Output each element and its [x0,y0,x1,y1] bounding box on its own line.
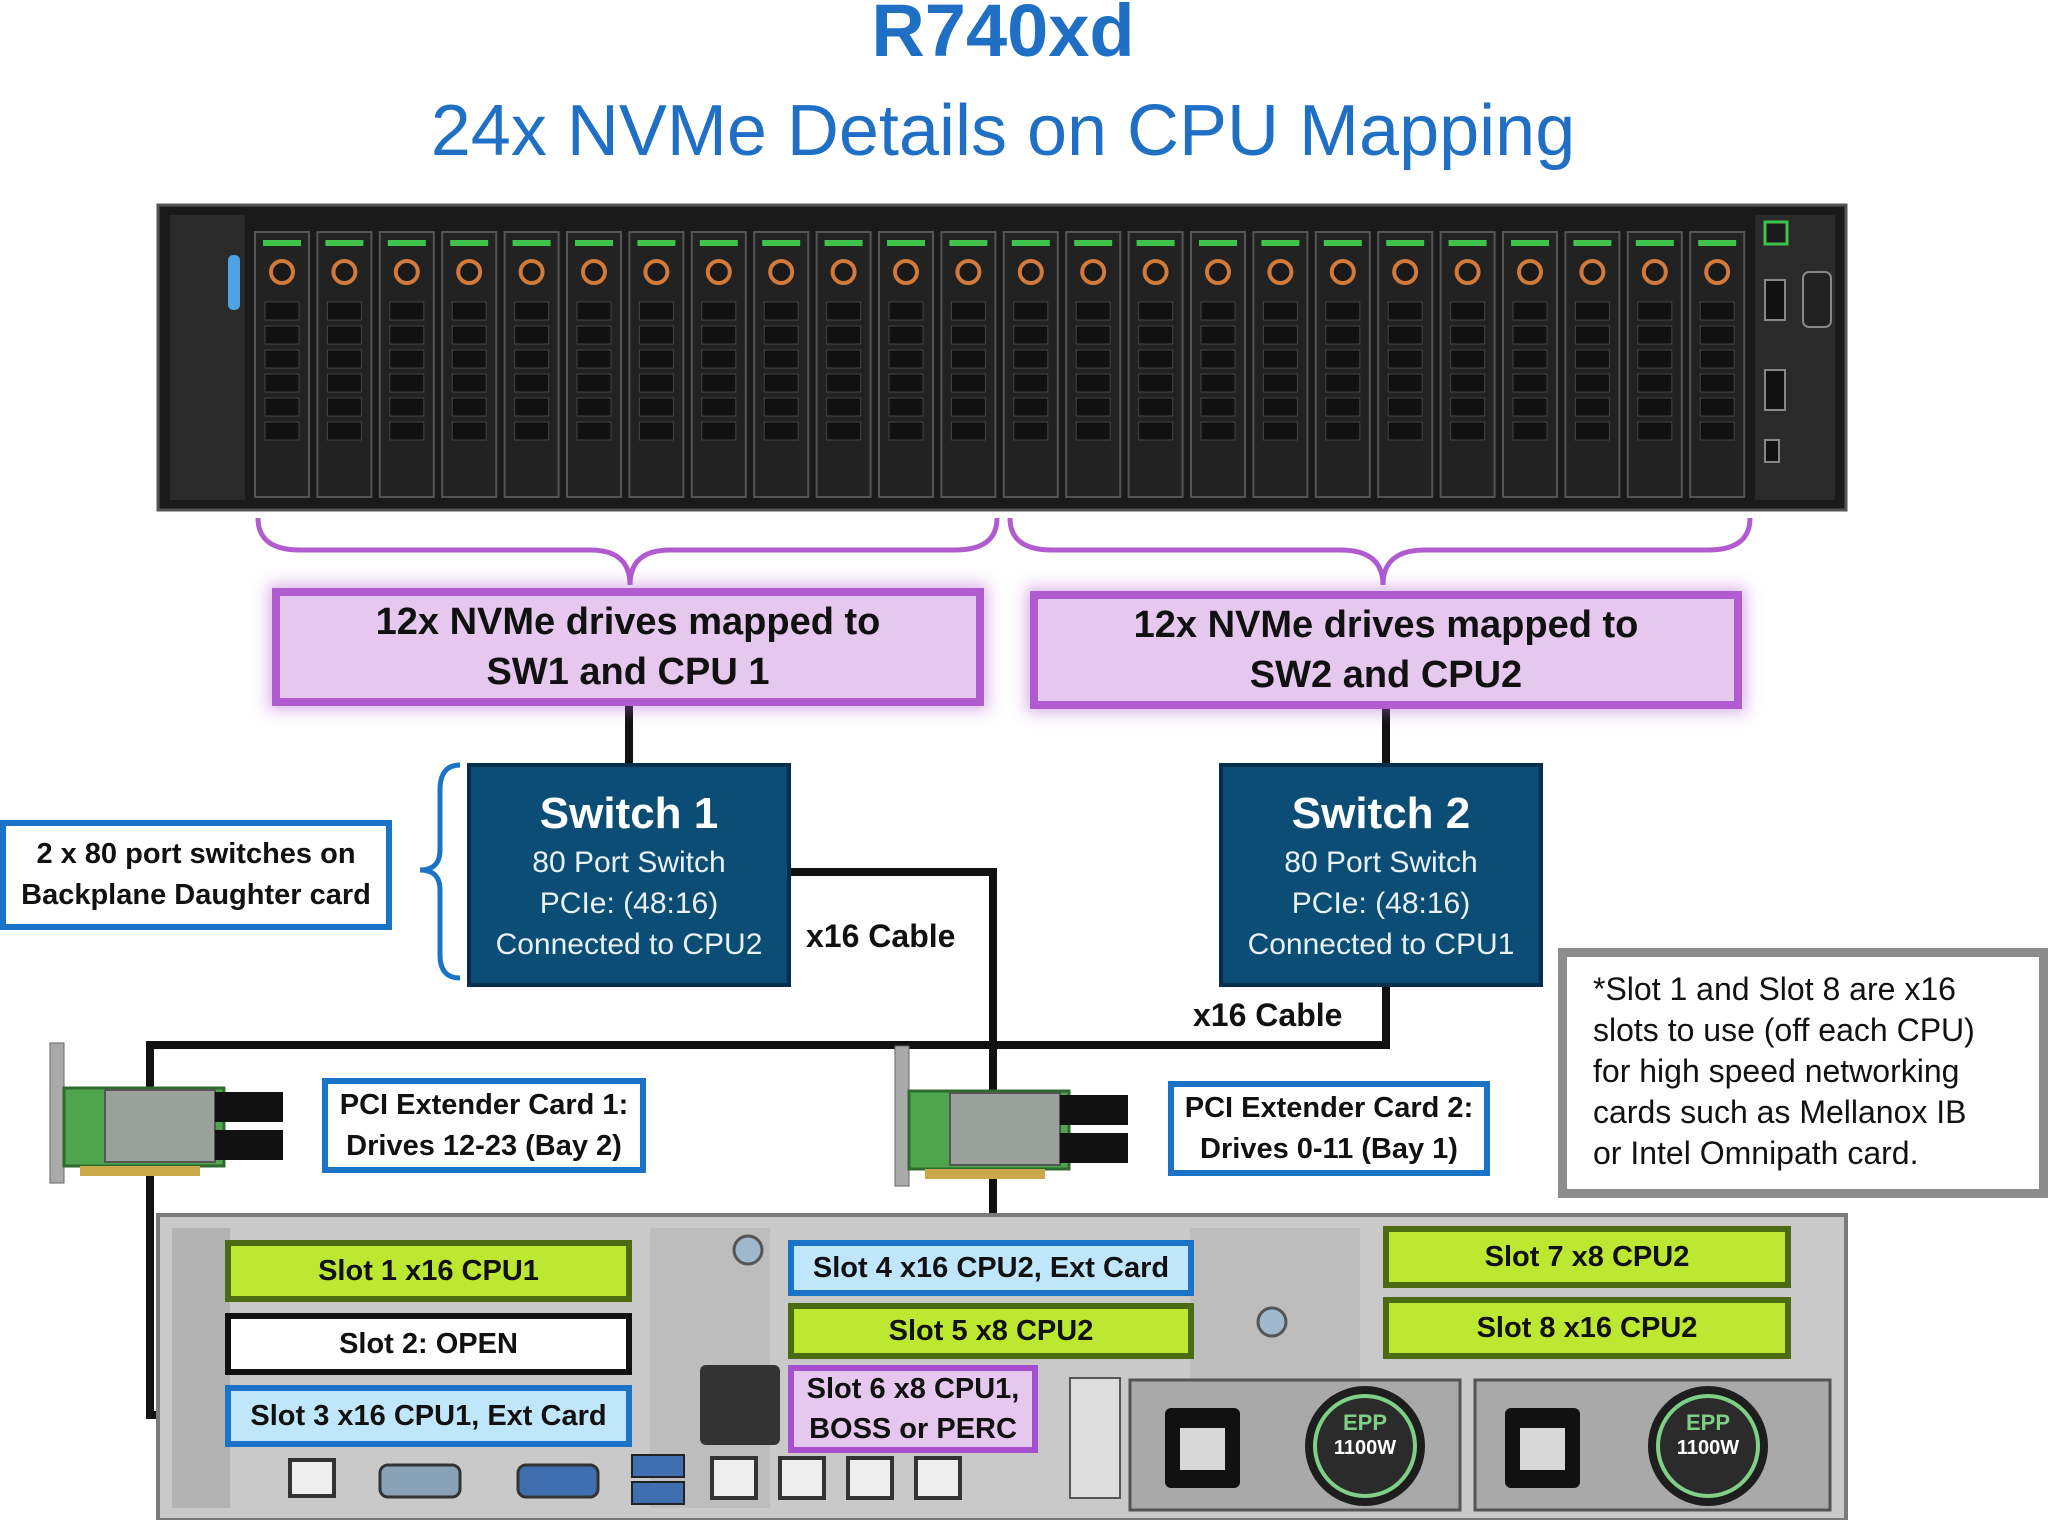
extender-card-2-line1: PCI Extender Card 2: [1184,1091,1474,1124]
psu1-rating: 1100W [1333,1437,1397,1459]
pci-extender-card-2-image [894,1045,1128,1187]
slot-8-label: Slot 8 x16 CPU2 [1383,1297,1791,1359]
drive-bay [1190,231,1246,498]
slot-6-line2: BOSS or PERC [809,1413,1017,1445]
switch-1-connection: Connected to CPU2 [495,927,763,961]
switch-group-bracket [419,762,461,981]
mapping-right-line1: 12x NVMe drives mapped to [1133,604,1639,646]
bracket-right [1007,517,1753,586]
mapping-box-right: 12x NVMe drives mapped to SW2 and CPU2 [1030,591,1742,709]
pci-extender-card-1-image [49,1042,283,1184]
slot-note-line: or Intel Omnipath card. [1593,1135,1919,1171]
extender-card-2-line2: Drives 0-11 (Bay 1) [1200,1132,1458,1165]
drive-bay [441,231,498,498]
drive-bay [1689,231,1746,498]
slot-note-line: cards such as Mellanox IB [1593,1094,1967,1130]
drive-bay [316,231,373,498]
switch-1-pcie: PCIe: (48:16) [539,886,719,920]
mapping-right-line2: SW2 and CPU2 [1249,654,1523,696]
drive-bay [1502,231,1558,498]
extender-card-1-line2: Drives 12-23 (Bay 2) [346,1129,622,1162]
switch-1-ports: 80 Port Switch [532,845,726,879]
cable-label-switch2: x16 Cable [1193,997,1343,1033]
drive-bay [878,231,934,498]
drive-bay [815,231,872,498]
drive-bay [566,231,622,498]
drive-bay [1439,231,1496,498]
slot-1-label: Slot 1 x16 CPU1 [225,1240,632,1302]
cable-label-switch1: x16 Cable [806,918,956,954]
drive-bay [753,231,810,498]
drive-bay [940,231,997,498]
drive-bay [690,231,747,498]
page-title: R740xd [871,0,1135,72]
psu2-rating: 1100W [1676,1437,1740,1459]
backplane-note-line1: 2 x 80 port switches on [36,838,356,870]
slot-note-line: *Slot 1 and Slot 8 are x16 [1593,971,1956,1007]
slot-4-label: Slot 4 x16 CPU2, Ext Card [788,1240,1194,1296]
slot-7-label: Slot 7 x8 CPU2 [1383,1226,1791,1288]
slot-2-label: Slot 2: OPEN [225,1313,632,1375]
drive-bay [628,231,685,498]
switch-2-ports: 80 Port Switch [1284,845,1478,879]
psu2-brand: EPP [1685,1410,1731,1435]
drive-bay [1626,231,1683,498]
extender-card-1-label: PCI Extender Card 1: Drives 12-23 (Bay 2… [322,1078,646,1173]
drive-bay [1377,231,1434,498]
extender-card-2-label: PCI Extender Card 2: Drives 0-11 (Bay 1) [1168,1081,1490,1176]
server-front-panel [156,203,1848,512]
drive-bay [503,231,560,498]
switch-2-box: Switch 2 80 Port Switch PCIe: (48:16) Co… [1219,763,1543,987]
backplane-note: 2 x 80 port switches on Backplane Daught… [0,820,392,930]
bracket-left [255,517,1000,586]
switch-1-box: Switch 1 80 Port Switch PCIe: (48:16) Co… [467,763,791,987]
drive-bay [1127,231,1184,498]
switch-2-connection: Connected to CPU1 [1247,927,1515,961]
switch-1-title: Switch 1 [539,788,719,838]
backplane-note-line2: Backplane Daughter card [21,879,371,911]
slot-note-line: slots to use (off each CPU) [1593,1012,1975,1048]
switch-2-pcie: PCIe: (48:16) [1291,886,1471,920]
page-subtitle: 24x NVMe Details on CPU Mapping [430,91,1576,171]
slot-3-label: Slot 3 x16 CPU1, Ext Card [225,1385,632,1447]
drive-bay [1065,231,1122,498]
drive-bay [378,231,435,498]
drive-bay [1252,231,1309,498]
mapping-box-left: 12x NVMe drives mapped to SW1 and CPU 1 [272,588,984,706]
slot-note-box: *Slot 1 and Slot 8 are x16 slots to use … [1558,948,2048,1198]
drive-bay [1564,231,1621,498]
slot-6-label: Slot 6 x8 CPU1, BOSS or PERC [788,1365,1038,1453]
slot-note-line: for high speed networking [1593,1053,1960,1089]
switch-2-title: Switch 2 [1291,788,1471,838]
mapping-left-line1: 12x NVMe drives mapped to [375,601,881,643]
drive-bay [254,231,310,498]
slot-6-line1: Slot 6 x8 CPU1, [806,1373,1020,1405]
extender-card-1-line1: PCI Extender Card 1: [339,1088,629,1121]
drive-bay [1314,231,1371,498]
slot-5-label: Slot 5 x8 CPU2 [788,1303,1194,1359]
drive-bay [1002,231,1059,498]
mapping-left-line2: SW1 and CPU 1 [486,651,770,693]
psu1-brand: EPP [1342,1410,1388,1435]
